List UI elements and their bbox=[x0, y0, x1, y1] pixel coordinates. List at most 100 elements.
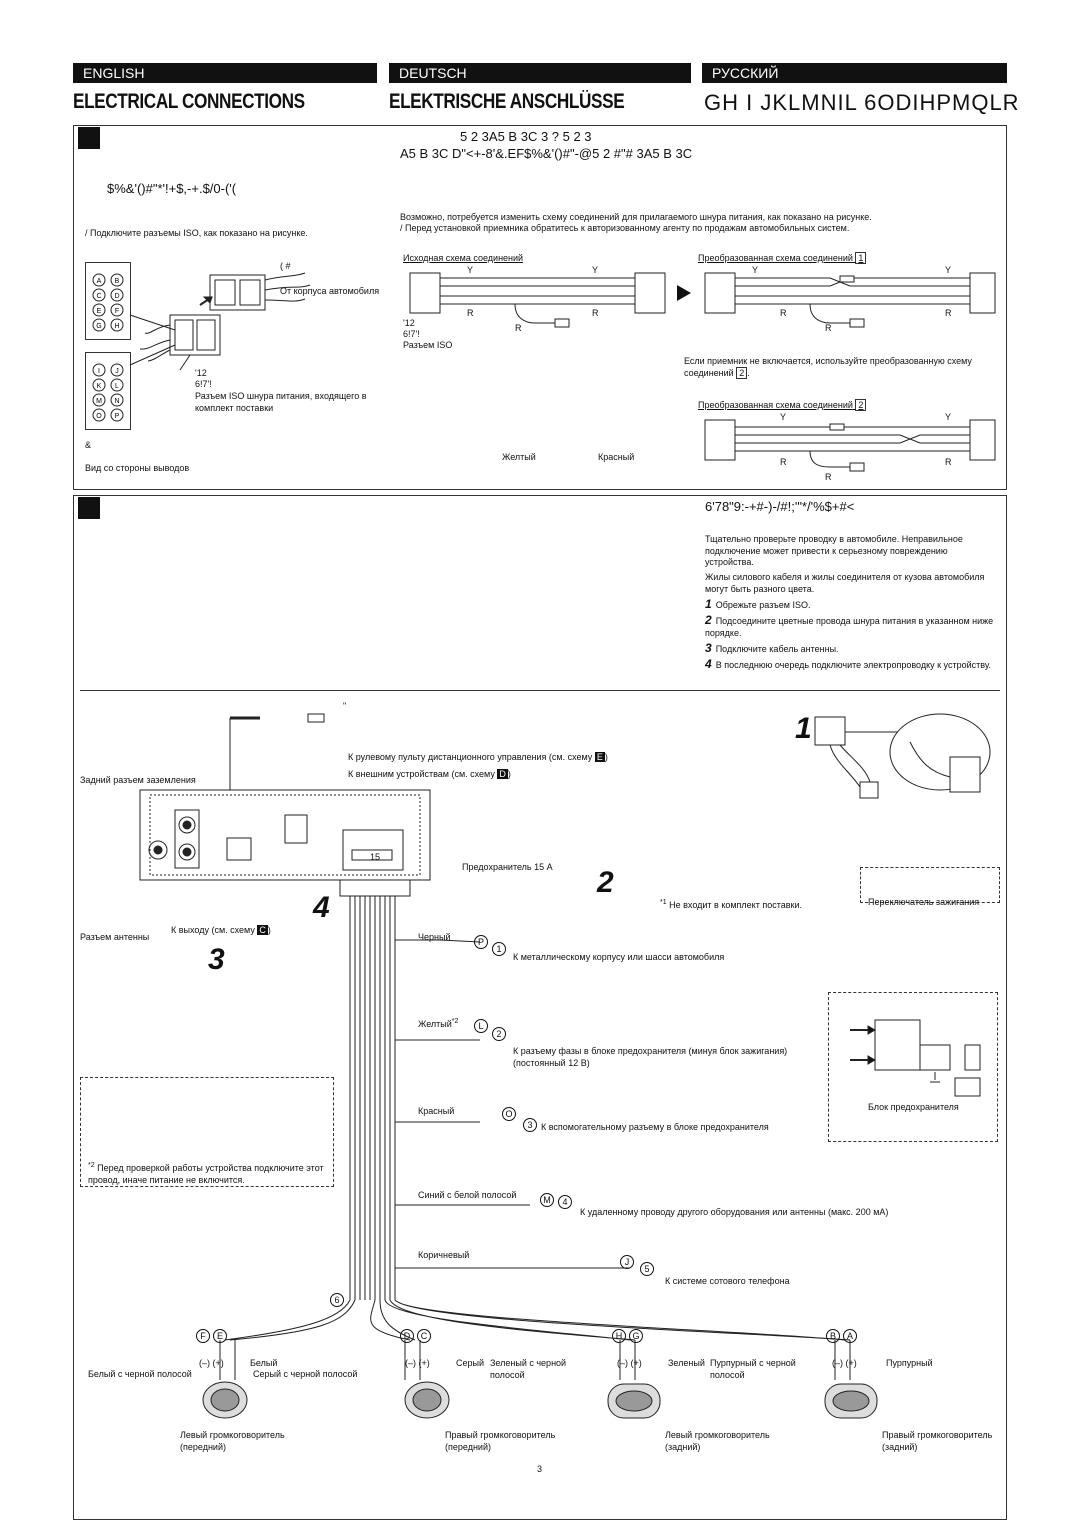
mod1-r-left: R bbox=[780, 308, 787, 318]
iso-pin-label: N bbox=[114, 398, 119, 405]
spk4-name: Правый громкоговоритель (задний) bbox=[882, 1430, 993, 1452]
rear-ground-label: Задний разъем заземления bbox=[80, 775, 196, 785]
spk2-pos-color: Серый bbox=[456, 1358, 485, 1368]
spk2-polarity: (–) (+) bbox=[405, 1358, 430, 1368]
pin-j-circle: J bbox=[620, 1252, 637, 1270]
to-remote-text: К удаленному проводу другого оборудовани… bbox=[580, 1207, 889, 1217]
iso-pin-label: K bbox=[97, 383, 102, 390]
iso-pin-label: D bbox=[114, 293, 119, 300]
lang-bar-english: ENGLISH bbox=[73, 63, 377, 83]
iso-pin-label: H bbox=[114, 323, 119, 330]
iso-pin bbox=[110, 273, 124, 287]
to-cellphone-text: К системе сотового телефона bbox=[665, 1276, 790, 1286]
iso-power-cord-label: Разъем ISO шнура питания, входящего в ко… bbox=[195, 391, 367, 413]
pin-m-circle: M bbox=[540, 1190, 557, 1208]
yellow-wire-label: Желтый*2 bbox=[418, 1018, 459, 1029]
iso-pin-label: F bbox=[115, 308, 119, 315]
lang-label-deutsch: DEUTSCH bbox=[399, 65, 467, 81]
note-dealer: / Перед установкой приемника обратитесь … bbox=[400, 223, 850, 233]
steering-glyph: " bbox=[343, 701, 347, 711]
mod1-y-left: Y bbox=[752, 265, 759, 275]
mod2-r-bottom: R bbox=[825, 472, 832, 482]
lang-bar-deutsch: DEUTSCH bbox=[389, 63, 691, 83]
lang-label-english: ENGLISH bbox=[83, 65, 145, 81]
brown-wire-label: Коричневый bbox=[418, 1250, 470, 1260]
orig-iso-67-glyph: 6!7'! bbox=[403, 329, 420, 339]
iso-pin-label: P bbox=[115, 413, 120, 420]
section-a-marker bbox=[78, 127, 100, 149]
orig-r-bottom: R bbox=[515, 323, 522, 333]
spk3-polarity: (–) (+) bbox=[617, 1358, 642, 1368]
red-wire-label: Красный bbox=[418, 1106, 455, 1116]
pin-l-circle: L bbox=[474, 1016, 491, 1034]
terminal-view-label: Вид со стороны выводов bbox=[85, 463, 190, 473]
black-wire-label: Черный bbox=[418, 932, 451, 942]
iso-pin-label: B bbox=[115, 278, 120, 285]
section-a-frame bbox=[73, 125, 1007, 490]
to-chassis-text: К металлическому корпусу или шасси автом… bbox=[513, 952, 725, 962]
to-aux-text: К вспомогательному разъему в блоке предо… bbox=[541, 1122, 769, 1132]
orig-r-left: R bbox=[467, 308, 474, 318]
not-supplied-note: *1 Не входит в комплект поставки. bbox=[660, 899, 802, 910]
section-b-garble-title: 6'78"9:-+#-)-/#!;'"*/'%$+#< bbox=[705, 499, 855, 514]
wiring-warning: Тщательно проверьте проводку в автомобил… bbox=[705, 534, 963, 567]
pin-p-circle: P bbox=[474, 932, 491, 950]
pin-o-circle: O bbox=[502, 1104, 519, 1122]
spk4-neg-color: Пурпурный с черной полосой bbox=[710, 1358, 796, 1380]
spk2-name: Правый громкоговоритель (передний) bbox=[445, 1430, 556, 1452]
from-car-label: От корпуса автомобиля bbox=[280, 286, 380, 296]
head-unit-back-diagram bbox=[139, 713, 431, 881]
step-number-3: 3 bbox=[208, 943, 225, 976]
spk1-neg-color: Белый с черной полосой bbox=[88, 1369, 192, 1379]
to-steering-text: К рулевому пульту дистанционного управле… bbox=[348, 752, 608, 762]
ignition-box bbox=[860, 867, 1000, 903]
wire-harness-diagram bbox=[219, 879, 851, 1380]
mod1-y-right: Y bbox=[945, 265, 952, 275]
yellow-label-a: Желтый bbox=[502, 452, 536, 462]
blue-white-wire-label: Синий с белой полосой bbox=[418, 1190, 517, 1200]
orig-r-right: R bbox=[592, 308, 599, 318]
iso-pin-label: J bbox=[115, 368, 119, 375]
fuse-block-illustration bbox=[850, 1019, 981, 1097]
red-label-a: Красный bbox=[598, 452, 635, 462]
mod2-y-right: Y bbox=[945, 412, 952, 422]
mod2-r-left: R bbox=[780, 457, 787, 467]
circled-2: 2 bbox=[492, 1027, 509, 1041]
orig-y-left: Y bbox=[467, 265, 474, 275]
original-scheme-title: Исходная схема соединений bbox=[403, 253, 524, 263]
spk4-polarity: (–) (+) bbox=[832, 1358, 857, 1368]
iso-12-glyph: '12 bbox=[195, 368, 207, 378]
iso-pin bbox=[92, 408, 106, 422]
fuse-value: 15 bbox=[370, 852, 381, 862]
to-external-text: К внешним устройствам (см. схему D) bbox=[348, 769, 511, 779]
iso-pin bbox=[92, 363, 106, 377]
iso-pin-label: C bbox=[96, 293, 101, 300]
iso-pin-label: E bbox=[97, 308, 102, 315]
before-check-note: *2 Перед проверкой работы устройства под… bbox=[88, 1162, 324, 1185]
iso-pin bbox=[92, 288, 106, 302]
spk1-polarity: (–) (+) bbox=[199, 1358, 224, 1368]
iso-pin bbox=[92, 393, 106, 407]
ignition-switch-label: Переключатель зажигания bbox=[868, 897, 980, 907]
iso-67-glyph: 6!7'! bbox=[195, 379, 212, 389]
heading-deutsch: ELEKTRISCHE ANSCHLÜSSE bbox=[389, 90, 625, 113]
modified-scheme-1-diagram bbox=[704, 272, 996, 328]
spk3-neg-color: Зеленый с черной полосой bbox=[490, 1358, 567, 1380]
orig-iso-12-glyph: '12 bbox=[403, 318, 415, 328]
iso-pin bbox=[92, 378, 106, 392]
section-divider bbox=[80, 690, 1000, 691]
spk4-pos-color: Пурпурный bbox=[886, 1358, 933, 1368]
note-change-wiring: Возможно, потребуется изменить схему сое… bbox=[400, 212, 872, 222]
iso-pin bbox=[110, 378, 124, 392]
iso-pin bbox=[110, 393, 124, 407]
circled-1: 1 bbox=[492, 942, 509, 956]
to-fuse-phase-text: К разъему фазы в блоке предохранителя (м… bbox=[513, 1046, 788, 1068]
